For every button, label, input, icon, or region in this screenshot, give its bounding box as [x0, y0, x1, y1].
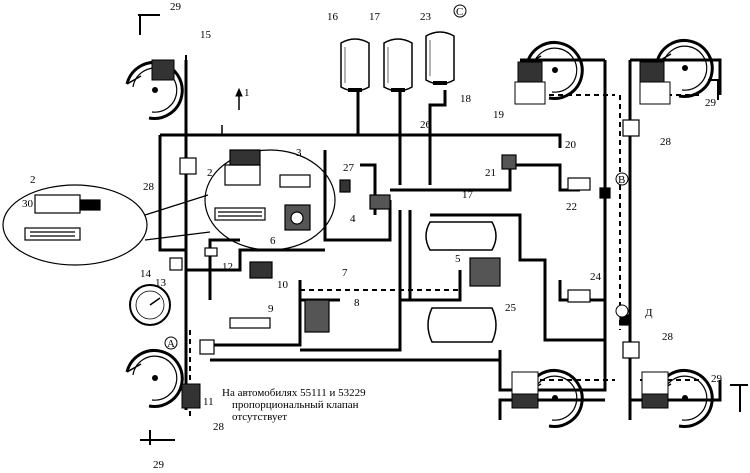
label-29: 29 [170, 1, 182, 13]
label-29-right-top: 29 [705, 97, 717, 109]
label-13: 13 [155, 277, 167, 289]
arrow-1 [235, 87, 243, 110]
wheel-front-right-1 [514, 40, 584, 105]
label-10: 10 [277, 279, 289, 291]
component-30 [24, 194, 101, 241]
label-16: 16 [327, 11, 339, 23]
label-17-top: 17 [369, 11, 381, 23]
label-19: 19 [493, 109, 505, 121]
wheel-rear-right-2 [641, 368, 714, 428]
label-25: 25 [505, 302, 517, 314]
label-29-right-bottom: 29 [711, 373, 723, 385]
wheel-front-left [125, 59, 184, 120]
marker-c: С [456, 6, 463, 18]
circled-markers [164, 4, 629, 350]
tank-25 [427, 307, 497, 343]
label-30: 30 [22, 198, 34, 210]
label-18: 18 [460, 93, 472, 105]
detail-callout [2, 149, 336, 266]
marker-d: Д [645, 307, 653, 319]
footnote-line-2: пропорциональный клапан [232, 399, 359, 411]
wheel-front-right-2 [639, 38, 714, 105]
tank-17-top [383, 38, 413, 92]
label-28-right-bottom: 28 [662, 331, 674, 343]
tank-23 [425, 31, 455, 85]
label-24: 24 [590, 271, 602, 283]
label-8: 8 [354, 297, 360, 309]
label-28-left: 28 [143, 181, 155, 193]
label-7: 7 [342, 267, 348, 279]
label-1: 1 [244, 87, 250, 99]
sensor-29 [138, 14, 748, 445]
label-21: 21 [485, 167, 496, 179]
wheel-rear-left [125, 348, 201, 409]
label-9: 9 [268, 303, 274, 315]
label-28-right-top: 28 [660, 136, 672, 148]
label-29-bottom: 29 [153, 459, 165, 471]
label-6: 6 [270, 235, 276, 247]
label-3: 3 [296, 147, 302, 159]
footnote-line-3: отсутствует [232, 411, 288, 423]
label-20: 20 [565, 139, 577, 151]
label-14: 14 [140, 268, 152, 280]
label-group: 29 15 1 16 17 23 С 18 26 19 29 28 3 2 28… [22, 1, 723, 471]
gauge-14 [129, 284, 171, 326]
label-11: 11 [203, 396, 214, 408]
label-15: 15 [200, 29, 212, 41]
label-12: 12 [222, 261, 233, 273]
marker-v: В [618, 174, 625, 186]
wheel-rear-right-1 [511, 368, 584, 428]
label-2-zoom: 2 [207, 167, 213, 179]
label-26: 26 [420, 119, 432, 131]
label-22: 22 [566, 201, 577, 213]
label-17: 17 [462, 189, 474, 201]
label-2: 2 [30, 174, 36, 186]
component-2-3 [214, 149, 311, 231]
label-27: 27 [343, 162, 355, 174]
tank-17-horizontal [425, 221, 497, 251]
label-28-bottom: 28 [213, 421, 225, 433]
valves [169, 119, 640, 359]
label-4: 4 [350, 213, 356, 225]
label-23: 23 [420, 11, 432, 23]
label-5: 5 [455, 253, 461, 265]
footnote-line-1: На автомобилях 55111 и 53229 [222, 387, 366, 399]
tank-16 [340, 38, 370, 92]
marker-a: А [167, 338, 175, 350]
footnote: На автомобилях 55111 и 53229 пропорциона… [222, 387, 452, 423]
